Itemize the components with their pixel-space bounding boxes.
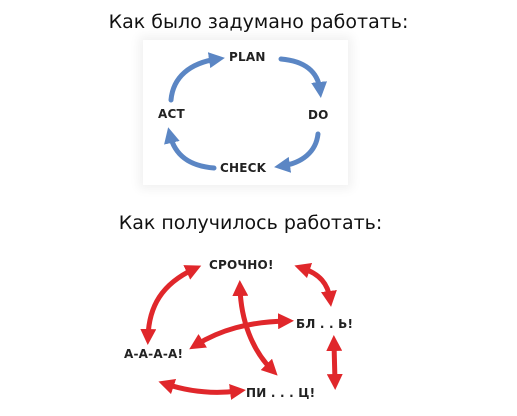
label-act: ACT xyxy=(158,107,185,121)
label-bl: БЛ . . Ь! xyxy=(296,317,354,331)
label-srochno: СРОЧНО! xyxy=(209,258,274,272)
label-plan: PLAN xyxy=(229,50,266,64)
label-check: CHECK xyxy=(220,161,267,175)
label-aaaa: А-А-А-А! xyxy=(124,347,184,361)
label-pits: ПИ . . . Ц! xyxy=(246,386,316,400)
title-planned: Как было задумано работать: xyxy=(108,11,409,33)
label-do: DO xyxy=(308,108,329,122)
title-actual: Как получилось работать: xyxy=(118,212,383,234)
